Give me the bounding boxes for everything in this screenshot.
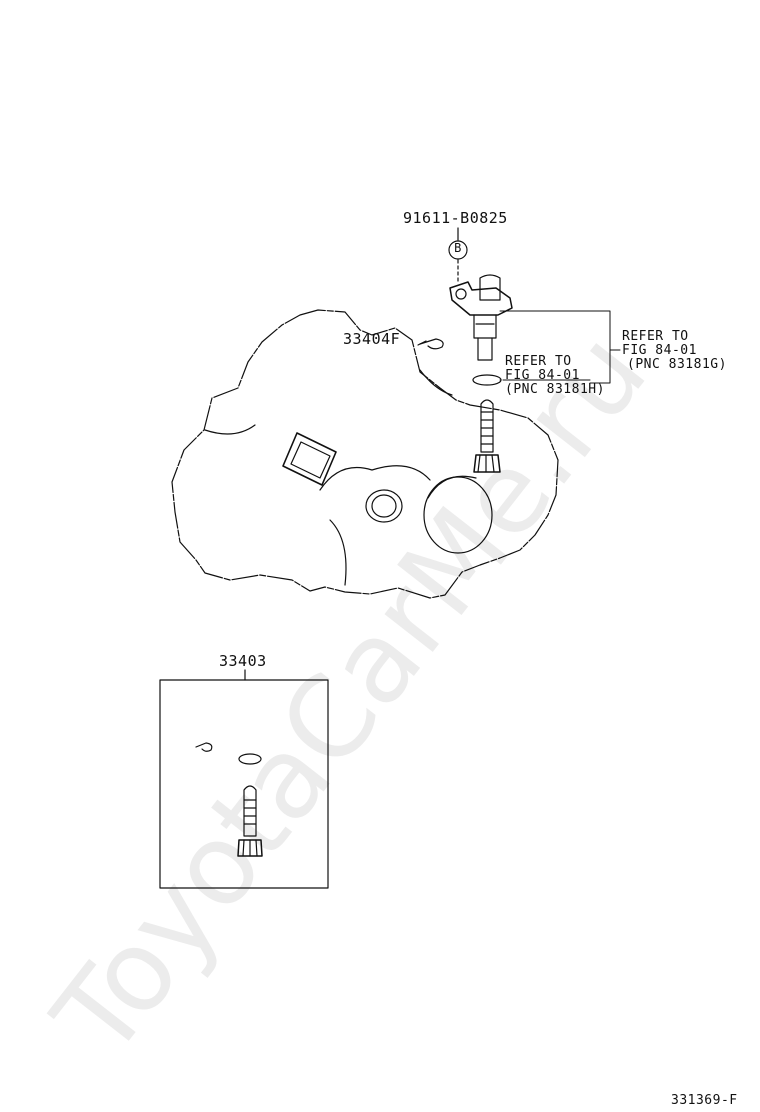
oring-reference-note: REFER TO FIG 84-01 (PNC 83181H) [505,355,605,397]
oring-ref-line2: FIG 84-01 [505,368,580,383]
driven-gear [473,399,501,473]
bolt-callout [448,227,468,283]
kit-part-number: 33403 [219,652,267,670]
clip-callout [417,338,444,350]
clip-part-number: 33404F [343,330,401,348]
kit-box [159,669,329,889]
sensor-ref-line1: REFER TO [622,329,689,344]
bolt-marker-letter: B [454,241,462,255]
figure-id: 331369-F [671,1093,738,1108]
transmission-case [171,309,559,599]
case-openings [365,475,493,554]
case-boss [282,432,337,486]
bolt-part-number: 91611-B0825 [403,209,508,227]
oring-ref-line3: (PNC 83181H) [505,382,605,397]
sensor-reference-note: REFER TO FIG 84-01 (PNC 83181G) [622,330,727,372]
oring-ref-line1: REFER TO [505,354,572,369]
sensor-ref-line2: FIG 84-01 [622,343,697,358]
sensor-ref-line3: (PNC 83181G) [627,357,727,372]
reference-brackets [499,310,621,384]
speed-sensor [449,274,513,361]
o-ring [472,374,502,386]
